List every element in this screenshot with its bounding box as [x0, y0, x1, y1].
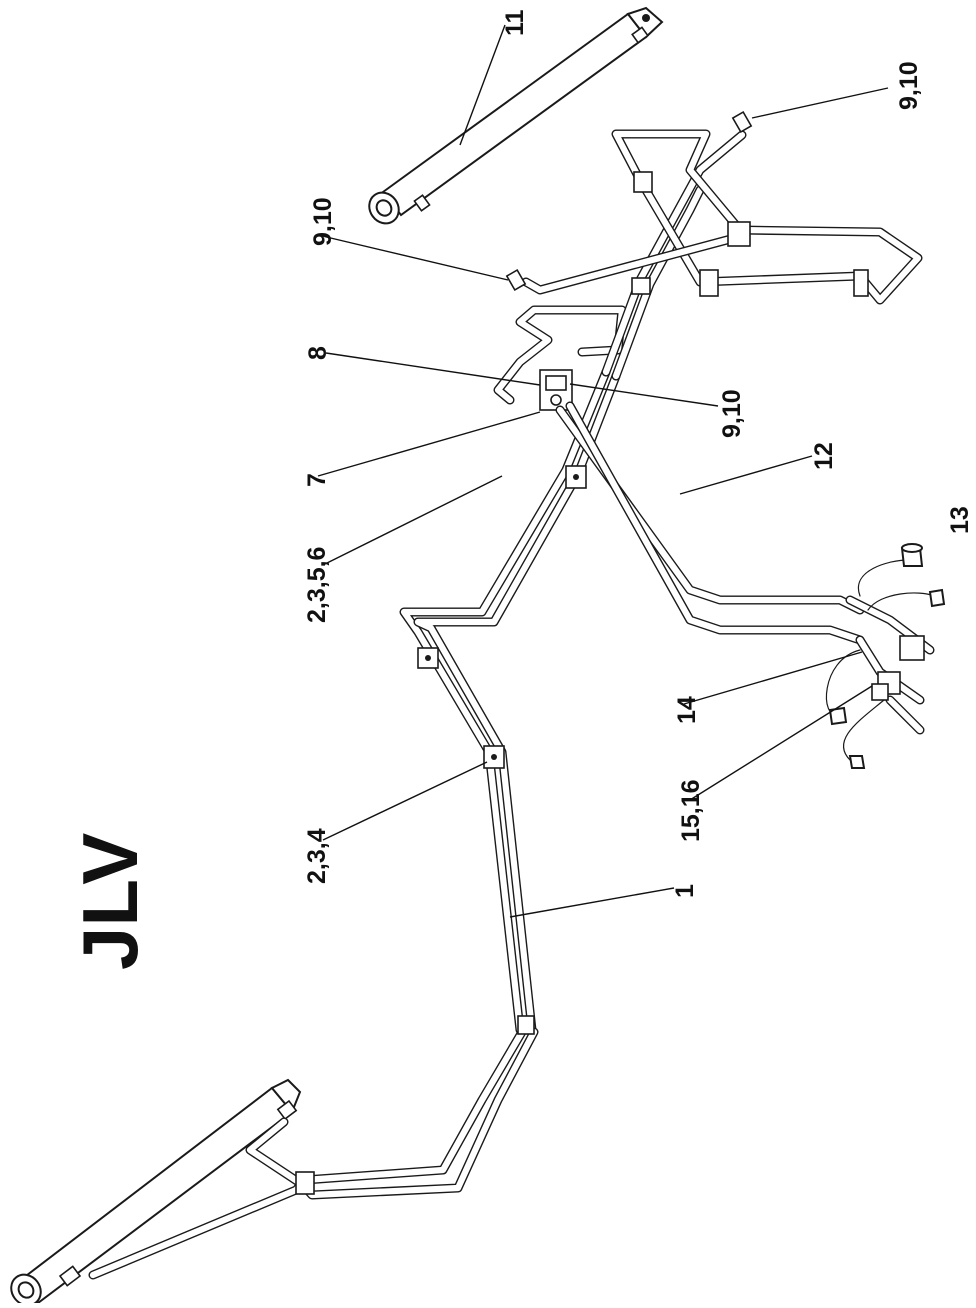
quick-coupler-cluster — [825, 543, 946, 769]
callout-9-10-top-left: 9,10 — [309, 197, 337, 246]
callout-7: 7 — [303, 473, 331, 487]
leader-lines — [317, 24, 889, 918]
callout-13: 13 — [946, 506, 974, 534]
main-hose-line — [88, 367, 621, 1280]
callout-1: 1 — [671, 884, 699, 898]
hose-12 — [555, 401, 865, 645]
callout-12: 12 — [810, 442, 838, 470]
callout-14: 14 — [673, 696, 701, 724]
callout-9-10-center: 9,10 — [718, 389, 746, 438]
diagram-title: JLV — [66, 833, 154, 970]
callout-11: 11 — [501, 9, 529, 36]
callout-labels: 11 9,10 9,10 8 9,10 7 12 13 2,3,5,6 14 1… — [303, 9, 974, 898]
hydraulic-cylinder-top — [368, 6, 664, 225]
hydraulic-cylinder-bottom — [10, 1078, 302, 1307]
callout-9-10-top-right: 9,10 — [895, 61, 923, 110]
callout-2-3-5-6: 2,3,5,6 — [303, 547, 331, 623]
pipe-clamps — [295, 465, 587, 1195]
callout-2-3-4: 2,3,4 — [303, 828, 331, 884]
valve-pipe-assembly — [493, 110, 923, 411]
callout-15-16: 15,16 — [677, 779, 705, 842]
callout-8: 8 — [304, 346, 332, 360]
